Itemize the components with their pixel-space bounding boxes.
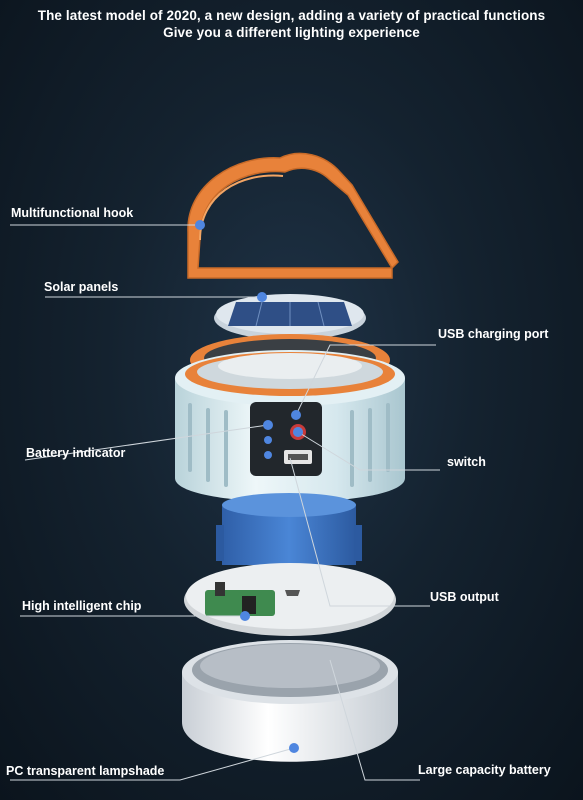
label-multifunctional-hook: Multifunctional hook xyxy=(11,206,134,220)
label-high-intelligent-chip: High intelligent chip xyxy=(22,599,142,613)
marker-dot-battery-indicator xyxy=(263,420,273,430)
label-switch: switch xyxy=(447,455,486,469)
lampshade xyxy=(182,640,398,762)
label-large-capacity-battery: Large capacity battery xyxy=(418,763,551,777)
marker-dot-usb-port xyxy=(291,410,301,420)
marker-dot-switch xyxy=(293,427,303,437)
marker-dot-chip xyxy=(240,611,250,621)
marker-dot-hook xyxy=(195,220,205,230)
lamp-body xyxy=(175,334,405,502)
marker-dots xyxy=(195,220,303,753)
solar-panel xyxy=(214,294,366,340)
label-pc-transparent-lampshade: PC transparent lampshade xyxy=(6,764,165,778)
headline-line-1: The latest model of 2020, a new design, … xyxy=(37,8,546,23)
headline-line-2: Give you a different lighting experience xyxy=(163,25,420,40)
multifunctional-hook xyxy=(187,152,399,279)
label-usb-output: USB output xyxy=(430,590,499,604)
circuit-board xyxy=(184,563,396,636)
leader-lines xyxy=(10,224,440,781)
battery-pack xyxy=(216,493,362,565)
label-battery-indicator: Battery indicator xyxy=(26,446,126,460)
marker-dot-lampshade xyxy=(289,743,299,753)
label-usb-charging-port: USB charging port xyxy=(438,327,549,341)
label-solar-panels: Solar panels xyxy=(44,280,119,294)
marker-dot-solar xyxy=(257,292,267,302)
